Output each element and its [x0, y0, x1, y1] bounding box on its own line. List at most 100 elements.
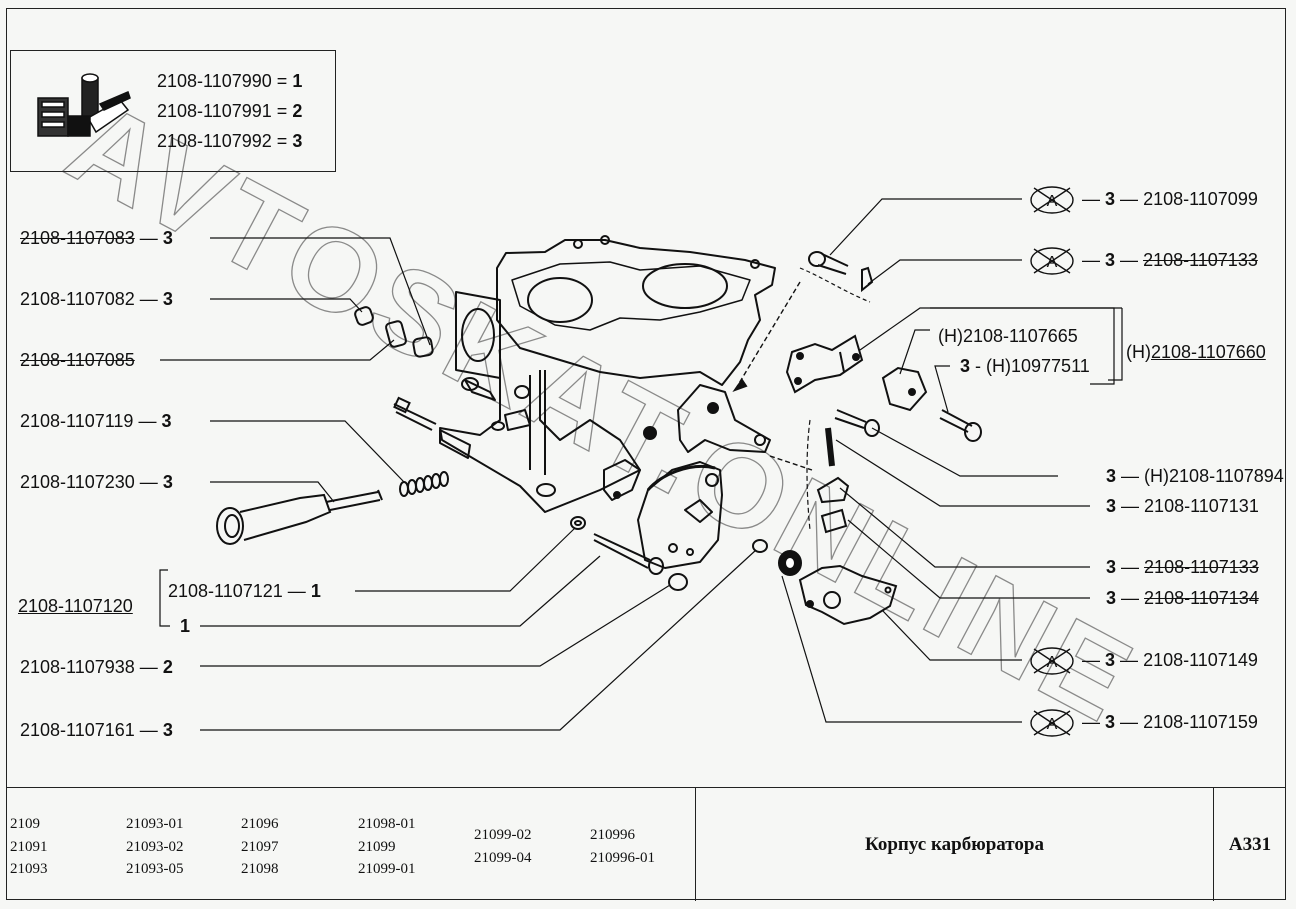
leader-lines [159, 198, 1123, 731]
throttle-lever-assembly [603, 384, 771, 569]
repair-kit-legend: 2108-1107990 = 1 2108-1107991 = 2 2108-1… [10, 50, 336, 172]
sheet-code: A331 [1228, 833, 1272, 855]
part-callout[interactable]: — 3 — 2108-1107099 [1082, 189, 1258, 209]
svg-text:A: A [1047, 654, 1058, 671]
quantity-kit: 1 [310, 581, 321, 601]
model-code: 21093-02 [126, 838, 184, 855]
part-number: 2108-1107133 [1144, 557, 1259, 577]
part-callout[interactable]: 2108-1107119 — 3 [20, 411, 172, 431]
quantity-kit: 3 [1106, 496, 1117, 516]
crossed-a-icon: A [1030, 647, 1074, 675]
kit-legend-row: 2108-1107990 = 1 [157, 71, 303, 91]
part-callout[interactable]: 2108-1107121 — 1 [168, 581, 321, 601]
part-callout[interactable]: 1 [180, 616, 190, 636]
svg-text:A: A [1047, 716, 1058, 733]
quantity-kit: 3 [960, 356, 971, 376]
crossed-a-icon: A [1030, 247, 1074, 275]
model-column: 21096 21097 21098 [241, 813, 279, 881]
part-number: 2108-1107085 [20, 350, 135, 370]
model-code: 21098 [241, 861, 279, 877]
part-callout[interactable]: 3 - (H)10977511 [960, 356, 1090, 376]
part-callout[interactable]: — 3 — 2108-1107159 [1082, 712, 1258, 732]
model-code: 21099-04 [474, 849, 532, 866]
carburetor-body [439, 235, 776, 513]
part-callout[interactable]: 2108-1107230 — 3 [20, 472, 173, 492]
model-column: 2109 21091 21093 [10, 813, 48, 881]
model-code: 21093-05 [126, 861, 184, 877]
quantity-kit: 2 [162, 657, 173, 677]
part-number: 2108-1107230 [20, 472, 135, 492]
part-number: 2108-1107159 [1143, 712, 1258, 732]
model-code: 21097 [241, 838, 279, 855]
spring-icon [399, 471, 449, 497]
quantity-kit: 3 [162, 720, 173, 740]
model-column: 210996 210996-01 [590, 824, 655, 869]
part-number: 2108-1107131 [1144, 496, 1259, 516]
part-number: (H)2108-1107665 [938, 326, 1078, 346]
part-callout[interactable]: 2108-1107085 [20, 350, 135, 370]
small-parts-left [216, 306, 898, 626]
part-number: 2108-1107133 [1143, 250, 1258, 270]
model-code: 2109 [10, 816, 40, 832]
vehicle-models-list: 2109 21091 21093 21093-01 21093-02 21093… [6, 788, 696, 901]
kit-legend-row: 2108-1107991 = 2 [157, 101, 303, 121]
part-callout[interactable]: 3 — (H)2108-1107894 [1106, 466, 1284, 486]
part-callout[interactable]: 2108-1107082 — 3 [20, 289, 173, 309]
part-number: (H)10977511 [986, 356, 1090, 376]
model-code: 210996-01 [590, 849, 655, 866]
part-number: 2108-1107134 [1144, 588, 1259, 608]
part-callout[interactable]: 2108-1107938 — 2 [20, 657, 173, 677]
quantity-kit: 3 [162, 228, 173, 248]
part-callout[interactable]: — 3 — 2108-1107133 [1082, 250, 1258, 270]
part-number: 2108-1107938 [20, 657, 135, 677]
part-callout[interactable]: 3 — 2108-1107133 [1106, 557, 1259, 577]
part-callout[interactable]: 3 — 2108-1107134 [1106, 588, 1259, 608]
model-code: 21099-01 [358, 861, 416, 877]
part-number: 2108-1107119 [20, 411, 134, 431]
model-code: 21093-01 [126, 816, 184, 832]
quantity-kit: 3 [1106, 588, 1117, 608]
assembly-part-number[interactable]: (H)2108-1107660 [1126, 342, 1266, 362]
quantity-kit: 3 [1106, 557, 1117, 577]
model-code: 210996 [590, 827, 635, 843]
part-callout[interactable]: 2108-1107083 — 3 [20, 228, 173, 248]
kit-legend-row: 2108-1107992 = 3 [157, 131, 303, 151]
model-column: 21093-01 21093-02 21093-05 [126, 813, 184, 881]
quantity-kit: 3 [162, 289, 173, 309]
quantity-kit: 3 [1105, 712, 1116, 732]
repair-kit-icon [37, 73, 131, 137]
part-number: 2108-1107149 [1143, 650, 1258, 670]
model-code: 21098-01 [358, 816, 416, 832]
quantity-kit: 1 [180, 616, 191, 636]
quantity-kit: 3 [1106, 466, 1117, 486]
watermark-text: AVTOSKAT.ONLINE [48, 76, 1156, 749]
quantity-kit: 3 [1105, 250, 1116, 270]
part-callout[interactable]: (H)2108-1107665 [938, 326, 1078, 346]
group-bracket [930, 307, 1115, 385]
diagram-title: Корпус карбюратора [696, 788, 1214, 901]
part-number: 2108-1107121 [168, 581, 283, 601]
part-number: 2108-1107083 [20, 228, 135, 248]
crossed-a-icon: A [1030, 709, 1074, 737]
quantity-kit: 3 [1105, 650, 1116, 670]
drawing-sheet-frame [6, 8, 1286, 900]
model-code: 21099-02 [474, 827, 532, 843]
part-number: 2108-1107082 [20, 289, 135, 309]
svg-text:A: A [1047, 254, 1058, 271]
part-callout[interactable]: 2108-1107161 — 3 [20, 720, 173, 740]
quantity-kit: 3 [161, 411, 172, 431]
part-callout[interactable]: 3 — 2108-1107131 [1106, 496, 1259, 516]
adjusting-screw-icon [216, 489, 383, 545]
title-block: 2109 21091 21093 21093-01 21093-02 21093… [6, 787, 1286, 901]
part-callout[interactable]: — 3 — 2108-1107149 [1082, 650, 1258, 670]
model-code: 21099 [358, 838, 396, 855]
a-marks: A A A A [1030, 186, 1074, 737]
assembly-part-number[interactable]: 2108-1107120 [18, 596, 133, 616]
model-code: 21096 [241, 816, 279, 832]
part-number: (H)2108-1107894 [1144, 466, 1284, 486]
crossed-a-icon: A [1030, 186, 1074, 214]
svg-text:A: A [1047, 193, 1058, 210]
quantity-kit: 3 [1105, 189, 1116, 209]
part-number: 2108-1107161 [20, 720, 135, 740]
